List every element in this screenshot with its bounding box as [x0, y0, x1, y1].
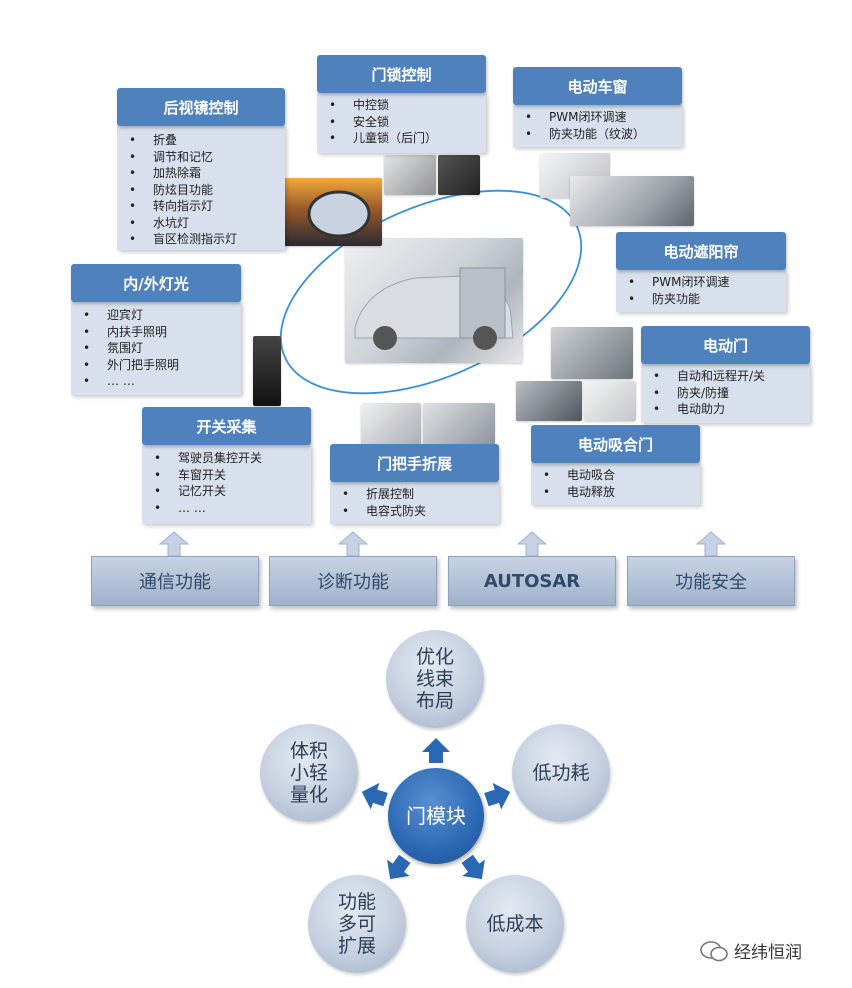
feature-list: 折展控制电容式防夹	[340, 486, 491, 519]
card-switch-acquisition: 开关采集 驾驶员集控开关车窗开关记忆开关… …	[142, 407, 311, 524]
card-power-window: 电动车窗 PWM闭环调速防夹功能（纹波）	[513, 67, 682, 147]
feature-item: … …	[152, 500, 303, 517]
feature-item: 折叠	[127, 132, 277, 149]
feature-item: 电动释放	[541, 484, 692, 501]
power-door-image	[551, 327, 633, 379]
feature-item: 电容式防夹	[340, 503, 491, 520]
feature-item: 氛围灯	[81, 340, 233, 357]
feature-item: 电动助力	[651, 401, 802, 418]
feature-item: 外门把手照明	[81, 357, 233, 374]
arrow-downright-icon	[461, 854, 485, 880]
watermark: 经纬恒润	[700, 938, 802, 963]
feature-item: 防炫目功能	[127, 182, 277, 199]
door-handle-image-1	[361, 403, 421, 445]
feature-item: 记忆开关	[152, 483, 303, 500]
feature-list: 迎宾灯内扶手照明氛围灯外门把手照明… …	[81, 307, 233, 390]
card-power-door: 电动门 自动和远程开/关防夹/防撞电动助力	[641, 326, 810, 423]
switch-panel-image	[253, 336, 281, 406]
car-open-door-image	[345, 238, 523, 363]
feature-item: 电动吸合	[541, 467, 692, 484]
feature-item: 水坑灯	[127, 215, 277, 232]
card-handle-fold: 门把手折展 折展控制电容式防夹	[330, 444, 499, 524]
feature-item: 折展控制	[340, 486, 491, 503]
feature-item: PWM闭环调速	[523, 109, 674, 126]
platform-autosar: AUTOSAR	[448, 556, 616, 606]
feature-item: PWM闭环调速	[626, 274, 778, 291]
card-title: 电动遮阳帘	[616, 232, 786, 270]
card-sunshade: 电动遮阳帘 PWM闭环调速防夹功能	[616, 232, 786, 312]
card-title: 内/外灯光	[71, 264, 241, 302]
suction-door-image	[516, 381, 582, 421]
node-low-cost: 低成本	[466, 875, 564, 973]
lock-actuator-image	[384, 155, 436, 195]
feature-item: 驾驶员集控开关	[152, 450, 303, 467]
feature-item: 盲区检测指示灯	[127, 231, 277, 248]
feature-item: 加热除霜	[127, 165, 277, 182]
feature-item: 转向指示灯	[127, 198, 277, 215]
car-window-image	[570, 176, 694, 226]
watermark-text: 经纬恒润	[734, 943, 802, 963]
platform-communication: 通信功能	[91, 556, 259, 606]
platform-diagnostics: 诊断功能	[269, 556, 437, 606]
card-title: 门把手折展	[330, 444, 499, 482]
card-title: 后视镜控制	[117, 88, 285, 126]
feature-list: 驾驶员集控开关车窗开关记忆开关… …	[152, 450, 303, 516]
feature-list: 折叠调节和记忆加热除霜防炫目功能转向指示灯水坑灯盲区检测指示灯	[127, 132, 277, 248]
feature-item: 防夹功能（纹波）	[523, 126, 674, 143]
node-low-power: 低功耗	[512, 724, 610, 822]
feature-item: 中控锁	[327, 97, 478, 114]
feature-list: 电动吸合电动释放	[541, 467, 692, 500]
feature-list: PWM闭环调速防夹功能（纹波）	[523, 109, 674, 142]
feature-item: 内扶手照明	[81, 324, 233, 341]
arrow-downleft-icon	[387, 854, 411, 880]
card-title: 电动吸合门	[531, 425, 700, 463]
card-title: 门锁控制	[317, 55, 486, 93]
card-suction-door: 电动吸合门 电动吸合电动释放	[531, 425, 700, 505]
arrow-up-icon	[422, 738, 450, 763]
card-lights: 内/外灯光 迎宾灯内扶手照明氛围灯外门把手照明… …	[71, 264, 241, 395]
feature-item: 儿童锁（后门）	[327, 130, 478, 147]
suction-motor-image	[584, 381, 636, 421]
feature-list: 自动和远程开/关防夹/防撞电动助力	[651, 368, 802, 418]
node-extensible: 功能多可扩展	[308, 875, 406, 973]
feature-item: 防夹/防撞	[651, 385, 802, 402]
wechat-icon	[700, 940, 728, 961]
node-compact: 体积小轻量化	[260, 724, 358, 822]
feature-item: 车窗开关	[152, 467, 303, 484]
card-title: 电动车窗	[513, 67, 682, 105]
door-module-center: 门模块	[388, 768, 484, 864]
card-title: 开关采集	[142, 407, 311, 445]
arrow-upright-icon	[484, 782, 511, 810]
door-handle-image-2	[423, 403, 495, 445]
lock-switch-image	[438, 155, 480, 195]
card-title: 电动门	[641, 326, 810, 364]
platform-functional-safety: 功能安全	[627, 556, 795, 606]
feature-list: 中控锁安全锁儿童锁（后门）	[327, 97, 478, 147]
card-mirror-control: 后视镜控制 折叠调节和记忆加热除霜防炫目功能转向指示灯水坑灯盲区检测指示灯	[117, 88, 285, 250]
feature-item: … …	[81, 373, 233, 390]
feature-item: 安全锁	[327, 114, 478, 131]
feature-item: 调节和记忆	[127, 149, 277, 166]
feature-item: 自动和远程开/关	[651, 368, 802, 385]
arrow-upleft-icon	[361, 782, 388, 810]
card-lock-control: 门锁控制 中控锁安全锁儿童锁（后门）	[317, 55, 486, 153]
mirror-image	[284, 178, 382, 246]
feature-list: PWM闭环调速防夹功能	[626, 274, 778, 307]
feature-item: 防夹功能	[626, 291, 778, 308]
node-wiring-layout: 优化线束布局	[386, 630, 484, 728]
feature-item: 迎宾灯	[81, 307, 233, 324]
